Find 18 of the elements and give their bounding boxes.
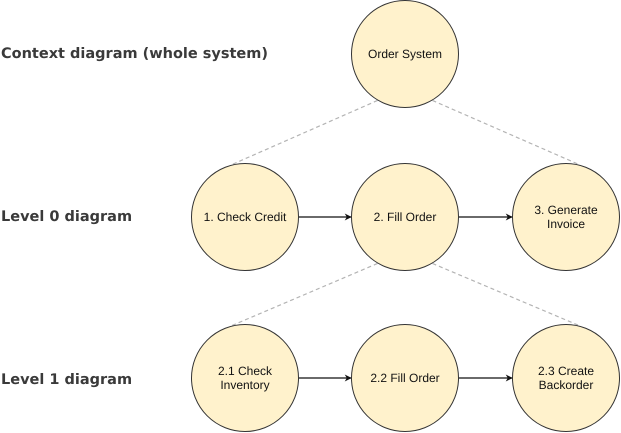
arrow	[299, 374, 352, 382]
arrow	[299, 214, 352, 220]
level-heading: Context diagram (whole system)	[1, 46, 268, 62]
process-label: 3. Generate Invoice	[533, 203, 599, 231]
decomposition-line	[432, 262, 580, 326]
decomposition-line	[432, 100, 580, 166]
process-label: 2.3 Create Backorder	[536, 364, 596, 392]
process-label: 2.2 Fill Order	[370, 371, 440, 385]
decomposition-line	[231, 262, 378, 326]
level-heading: Level 0 diagram	[1, 209, 132, 225]
level-heading: Level 1 diagram	[1, 372, 132, 388]
process-label: 2. Fill Order	[374, 210, 436, 224]
process-label: 1. Check Credit	[204, 210, 286, 224]
process-label: Order System	[368, 47, 442, 61]
process-label: 2.1 Check Inventory	[216, 364, 274, 392]
arrow	[459, 374, 513, 382]
decomposition-line	[231, 100, 378, 166]
arrow	[459, 214, 513, 220]
